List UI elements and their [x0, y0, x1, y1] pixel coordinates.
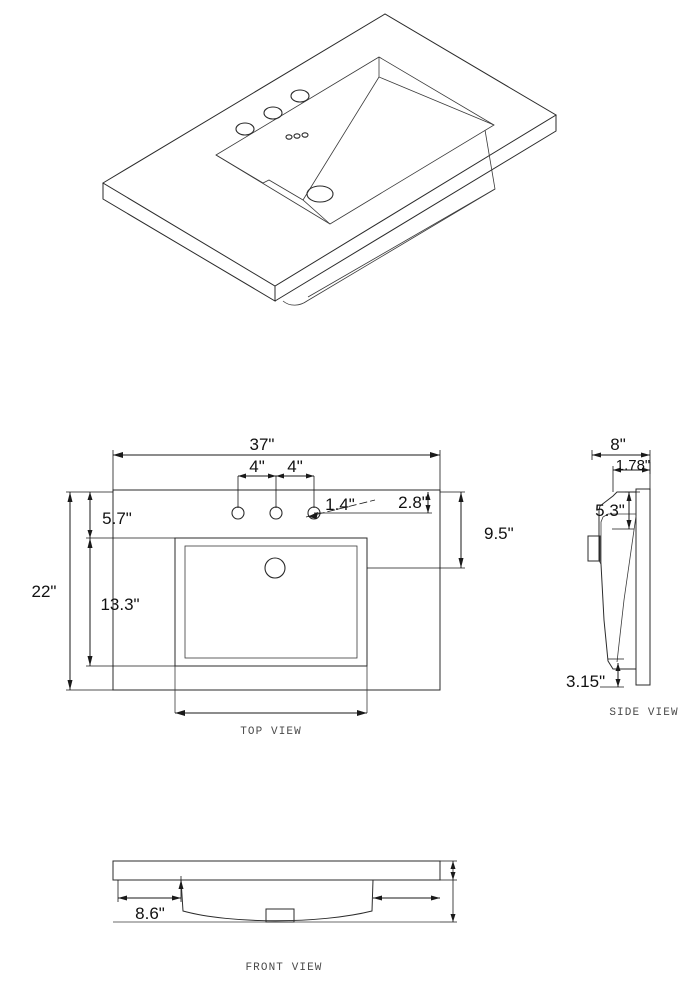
dim-label-2p8: 2.8"	[398, 493, 428, 512]
frontview-bowl-silhouette	[181, 880, 373, 921]
dim-backsplash-thickness-1p78: 1.78"	[612, 457, 651, 492]
sideview-bowl-inner	[616, 515, 637, 663]
iso-basin-inner-right	[378, 76, 495, 126]
topview-basin-rim-inner	[184, 545, 358, 659]
dim-label-3p15: 3.15"	[566, 672, 605, 691]
dim-overall-width-37: 37"	[112, 435, 441, 492]
sideview-counter-profile	[599, 492, 636, 510]
dim-faucet-diameter-1p4: 1.4"	[305, 495, 376, 519]
dim-overall-depth-22: 22"	[32, 491, 113, 691]
iso-basin-inner-back	[302, 57, 380, 201]
dim-side-5p3: 5.3"	[595, 491, 640, 530]
dim-label-13p3: 13.3"	[100, 595, 139, 614]
dim-label-1p78: 1.78"	[616, 457, 651, 474]
dim-label-8p6: 8.6"	[135, 904, 165, 923]
topview-drain-hole	[264, 557, 286, 579]
topview-faucet-hole-2	[269, 506, 283, 520]
side-view: 8" 1.78" 5.3" 3.15" SIDE VIEW	[566, 435, 678, 719]
dim-side-3p15: 3.15"	[566, 658, 624, 691]
iso-underbowl-line	[307, 188, 496, 298]
iso-underbowl	[282, 129, 496, 306]
sideview-backsplash	[636, 489, 650, 685]
iso-right-edge	[275, 115, 556, 301]
dim-label-37: 37"	[250, 435, 275, 454]
topview-label: TOP VIEW	[240, 726, 302, 738]
sideview-mounting-boss	[588, 536, 600, 561]
dim-label-4-left: 4"	[249, 457, 265, 476]
front-view: 8.6" FRONT VIEW	[113, 861, 457, 974]
isometric-view	[103, 14, 556, 306]
frontview-label: FRONT VIEW	[245, 962, 322, 974]
iso-faucet-hole-3	[290, 89, 310, 103]
dim-label-22: 22"	[32, 582, 57, 601]
iso-basin-rim-outer	[215, 56, 495, 225]
dim-faucet-spacing-left-4: 4"	[237, 457, 277, 508]
dim-label-8: 8"	[610, 435, 626, 454]
frontview-slab-band	[113, 861, 440, 880]
iso-front-left-edge	[103, 183, 275, 301]
iso-basin-inner	[215, 154, 331, 225]
frontview-drain-boss	[266, 909, 294, 922]
topview-outer-slab	[113, 490, 440, 690]
dim-edge-to-basin-5p7: 5.7"	[86, 492, 175, 539]
dim-label-4-right: 4"	[287, 457, 303, 476]
dim-label-1p4: 1.4"	[325, 495, 355, 514]
dim-front-8p6: 8.6"	[117, 876, 184, 923]
topview-basin-rim-outer	[175, 538, 367, 666]
dim-apron-width	[175, 710, 367, 716]
iso-overflow-hole-1	[285, 134, 293, 140]
sideview-counter-inner	[600, 513, 636, 564]
dim-faucet-spacing-right-4: 4"	[276, 457, 315, 508]
dim-side-depth-8: 8"	[591, 435, 651, 490]
top-view: 37" 4" 4" 1.4"	[32, 435, 514, 738]
dim-backsplash-to-hole-2p8: 2.8"	[314, 492, 432, 514]
dim-label-5p3: 5.3"	[595, 501, 625, 520]
dim-front-right-helpers	[373, 860, 457, 923]
topview-front-apron	[174, 666, 368, 713]
iso-overflow-hole-3	[301, 132, 309, 138]
iso-faucet-hole-1	[235, 122, 255, 136]
dim-label-5p7: 5.7"	[102, 509, 132, 528]
iso-drain-hole	[306, 185, 334, 203]
iso-faucet-hole-2	[263, 106, 283, 120]
topview-faucet-hole-1	[231, 506, 245, 520]
sideview-bowl-profile	[599, 510, 636, 669]
iso-overflow-hole-2	[293, 133, 301, 139]
dim-basin-depth-13p3: 13.3"	[86, 538, 175, 667]
dim-label-9p5: 9.5"	[484, 524, 514, 543]
dim-basin-right-offset-9p5: 9.5"	[367, 491, 514, 569]
sideview-label: SIDE VIEW	[609, 707, 678, 719]
